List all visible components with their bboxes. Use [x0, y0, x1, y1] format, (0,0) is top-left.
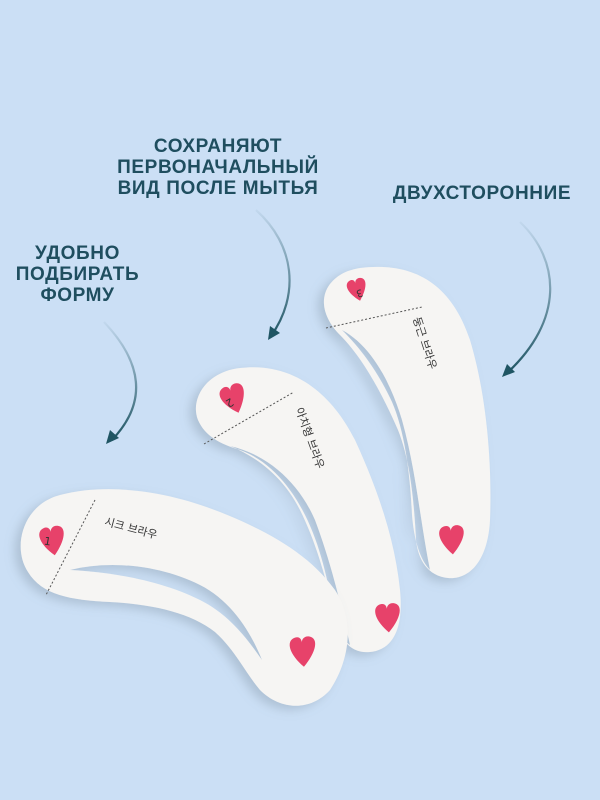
heart-icon — [289, 636, 316, 667]
caption-line: ПЕРВОНАЧАЛЬНЫЙ — [117, 157, 319, 178]
caption-line: УДОБНО — [35, 243, 120, 264]
heart-icon — [219, 383, 244, 413]
caption-line: ДВУХСТОРОННИЕ — [392, 183, 572, 204]
heart-icon — [375, 603, 400, 633]
caption-line: ВИД ПОСЛЕ МЫТЬЯ — [117, 178, 319, 199]
caption-line: ПОДБИРАТЬ — [15, 264, 140, 285]
heart-icon — [39, 525, 64, 556]
heart-icon — [346, 277, 366, 301]
stencil-1 — [20, 489, 348, 706]
caption-double-sided: ДВУХСТОРОННИЕ — [370, 183, 594, 204]
heart-icon — [439, 525, 464, 555]
curved-arrow-icon — [255, 209, 291, 340]
curved-arrow-icon — [103, 321, 138, 444]
stencil-3 — [323, 266, 491, 579]
caption-line: СОХРАНЯЮТ — [153, 136, 283, 157]
caption-keeps-shape-after-wash: СОХРАНЯЮТ ПЕРВОНАЧАЛЬНЫЙ ВИД ПОСЛЕ МЫТЬЯ — [98, 136, 338, 199]
curved-arrow-icon — [502, 221, 552, 377]
caption-line: ФОРМУ — [40, 285, 115, 306]
caption-easy-shape-selection: УДОБНО ПОДБИРАТЬ ФОРМУ — [0, 243, 155, 306]
stencil-2 — [195, 367, 401, 653]
